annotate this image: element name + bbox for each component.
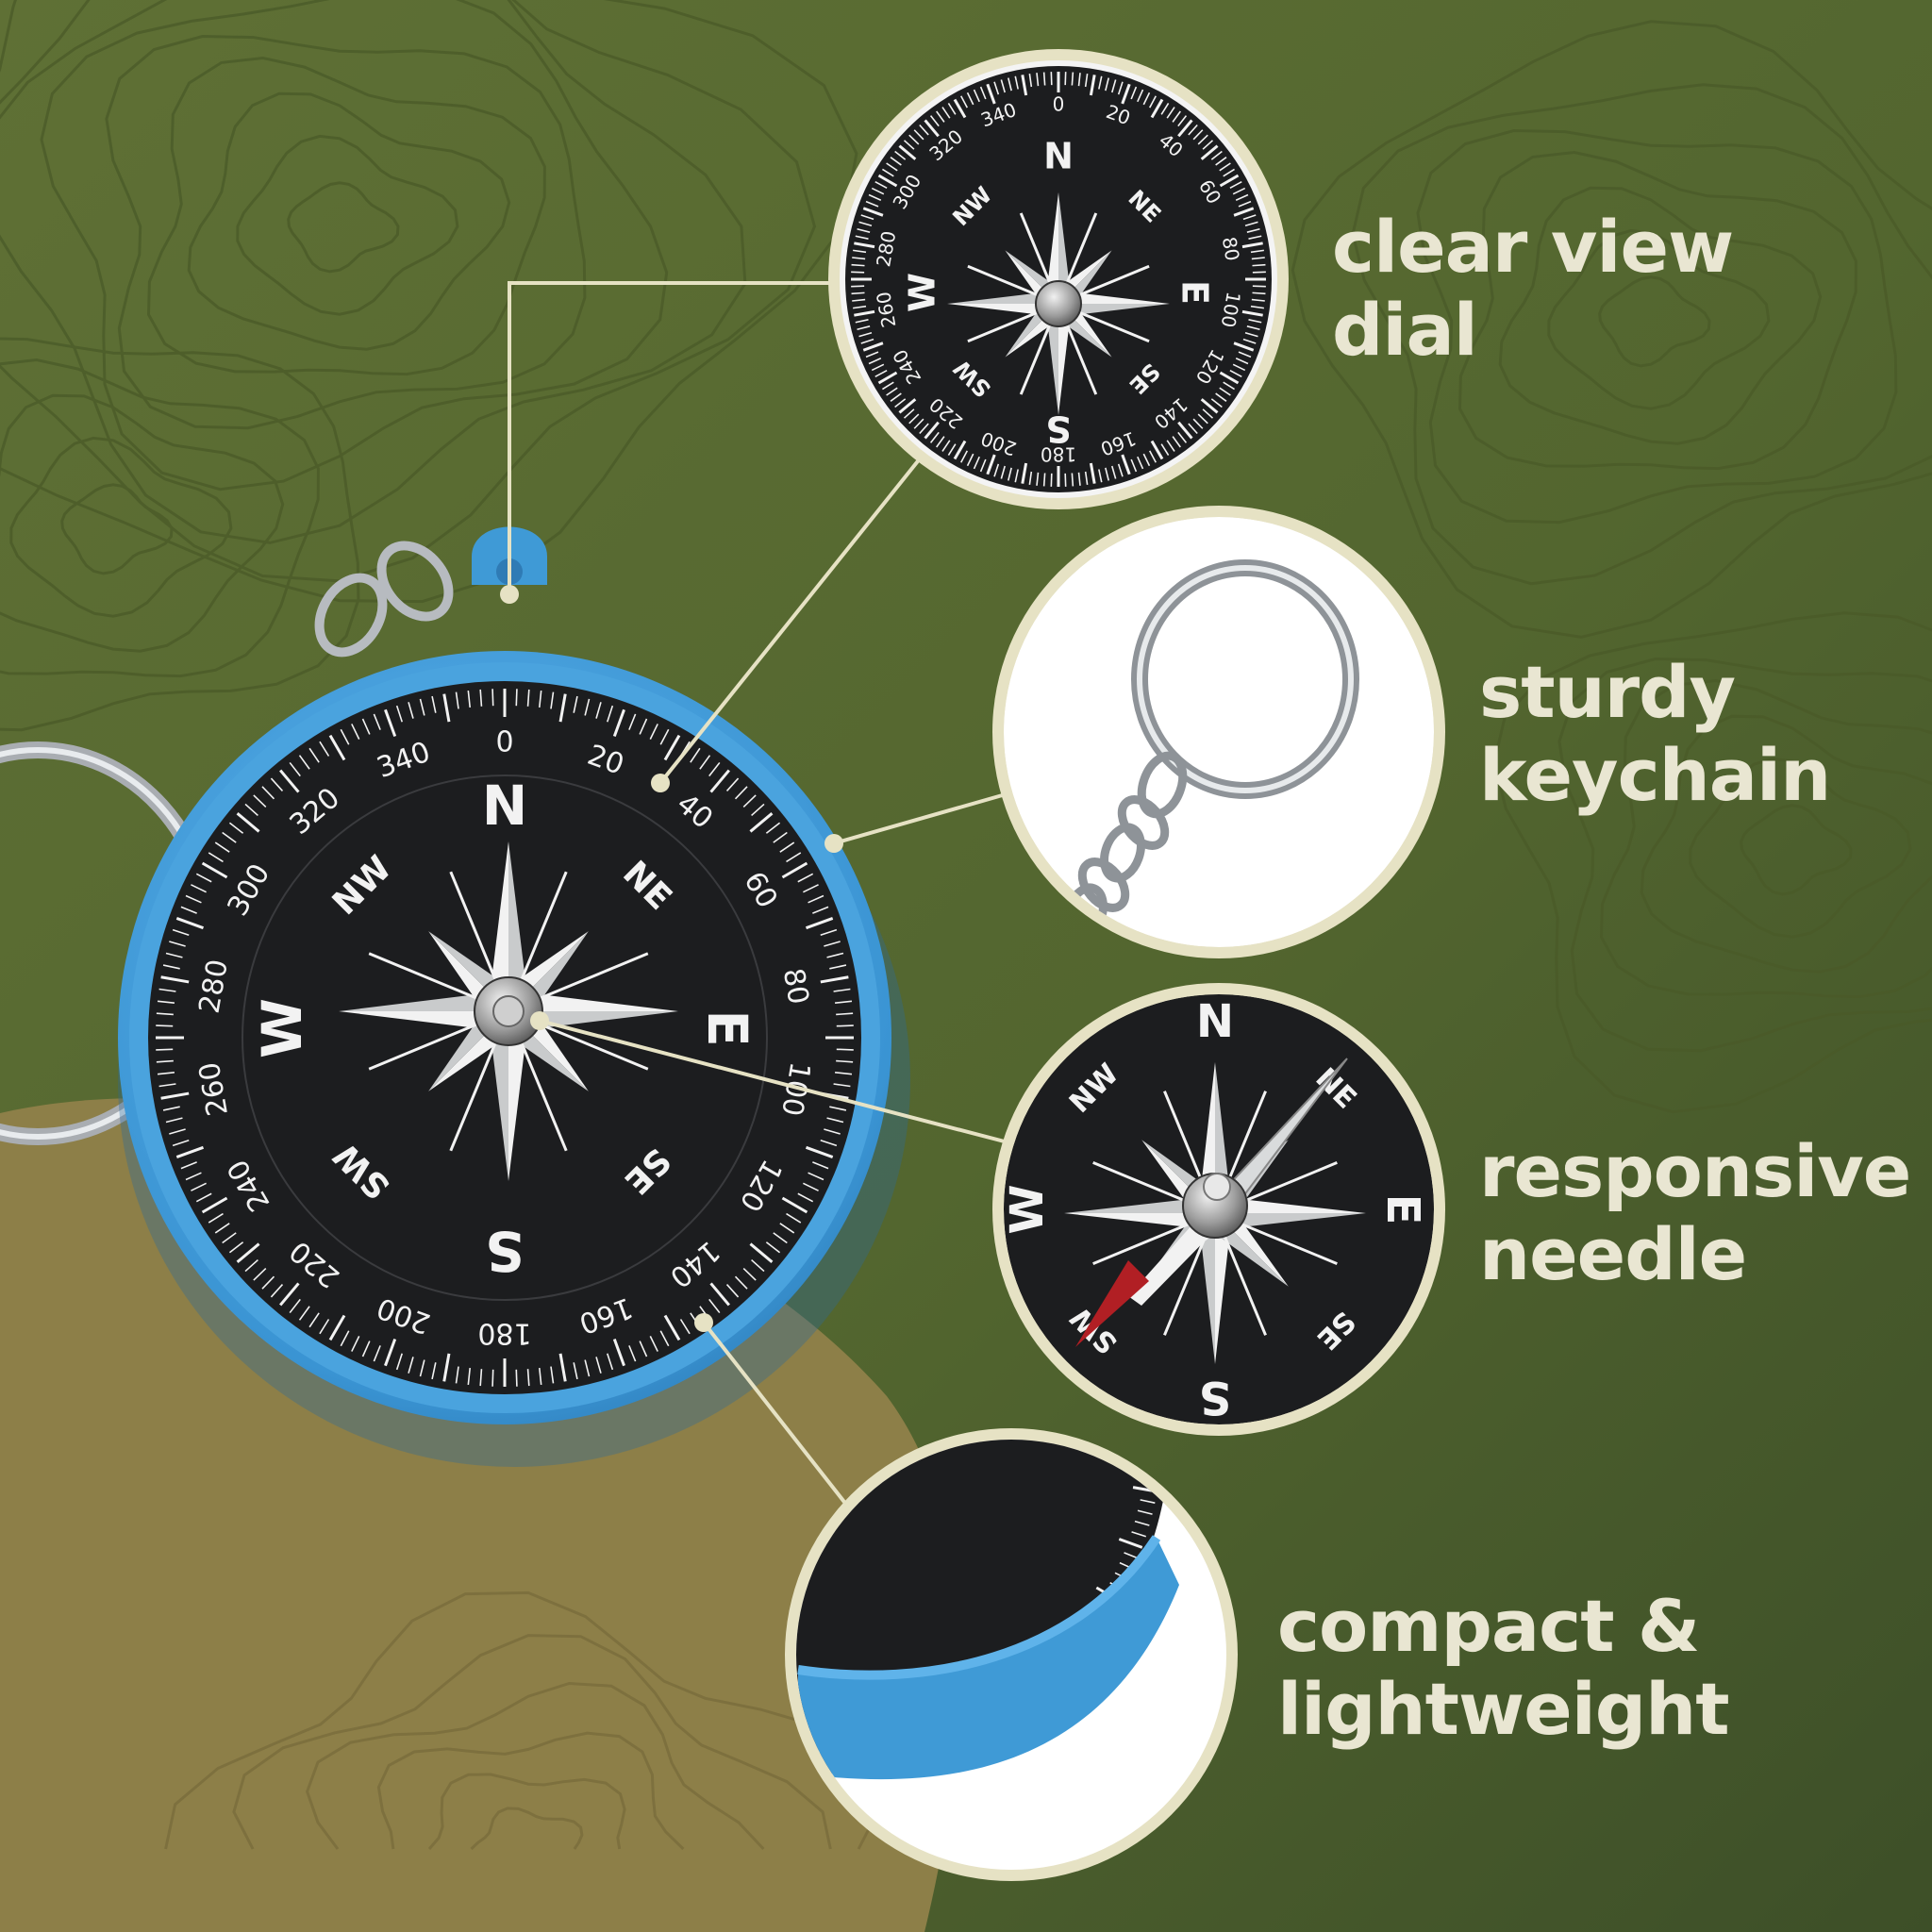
callout-lines	[508, 281, 1020, 1507]
cardinal-label: E	[695, 1009, 759, 1047]
cardinal-label: E	[1376, 1194, 1429, 1225]
degree-label: 180	[477, 1317, 531, 1350]
cardinal-label: N	[1043, 136, 1074, 177]
feature-label-line2: keychain	[1479, 733, 1831, 817]
cardinal-label: S	[1199, 1371, 1232, 1424]
needle-red-tip-icon	[1075, 1260, 1149, 1347]
cardinal-label: N	[482, 774, 528, 838]
degree-label: 0	[1053, 93, 1065, 116]
feature-label-line1: responsive	[1479, 1129, 1911, 1213]
callout-dots	[500, 585, 843, 1332]
cardinal-label: W	[250, 998, 314, 1058]
feature-label-line2: lightweight	[1277, 1667, 1730, 1751]
degree-ticks	[156, 689, 854, 1387]
feature-label-line2: dial	[1332, 288, 1478, 372]
topographic-contours	[0, 0, 1932, 1114]
feature-label-responsive-needle: responsive needle	[1479, 1129, 1911, 1296]
feature-label-line2: needle	[1479, 1212, 1747, 1296]
degree-label: 0	[495, 726, 513, 759]
cardinal-label: W	[1001, 1185, 1054, 1235]
degree-label: 80	[776, 966, 815, 1008]
degree-label: 80	[1218, 235, 1244, 262]
feature-label-clear-view-dial: clear view dial	[1332, 205, 1734, 372]
cardinal-label: S	[1045, 408, 1071, 450]
compass-edge-closeup	[785, 1428, 1238, 1881]
cardinal-label: N	[1196, 995, 1234, 1048]
feature-label-line1: sturdy	[1479, 650, 1736, 734]
feature-label-line1: clear view	[1332, 205, 1734, 289]
key-ring-closeup	[992, 506, 1445, 958]
cardinal-label: E	[1174, 280, 1216, 305]
hill-contours	[164, 1591, 884, 1851]
cardinal-label: W	[902, 273, 943, 312]
cardinal-label: S	[485, 1219, 525, 1283]
degree-label: 180	[1041, 443, 1076, 466]
feature-label-sturdy-keychain: sturdy keychain	[1479, 650, 1831, 817]
feature-label-compact-lightweight: compact & lightweight	[1277, 1584, 1730, 1751]
feature-label-line1: compact &	[1277, 1584, 1700, 1668]
